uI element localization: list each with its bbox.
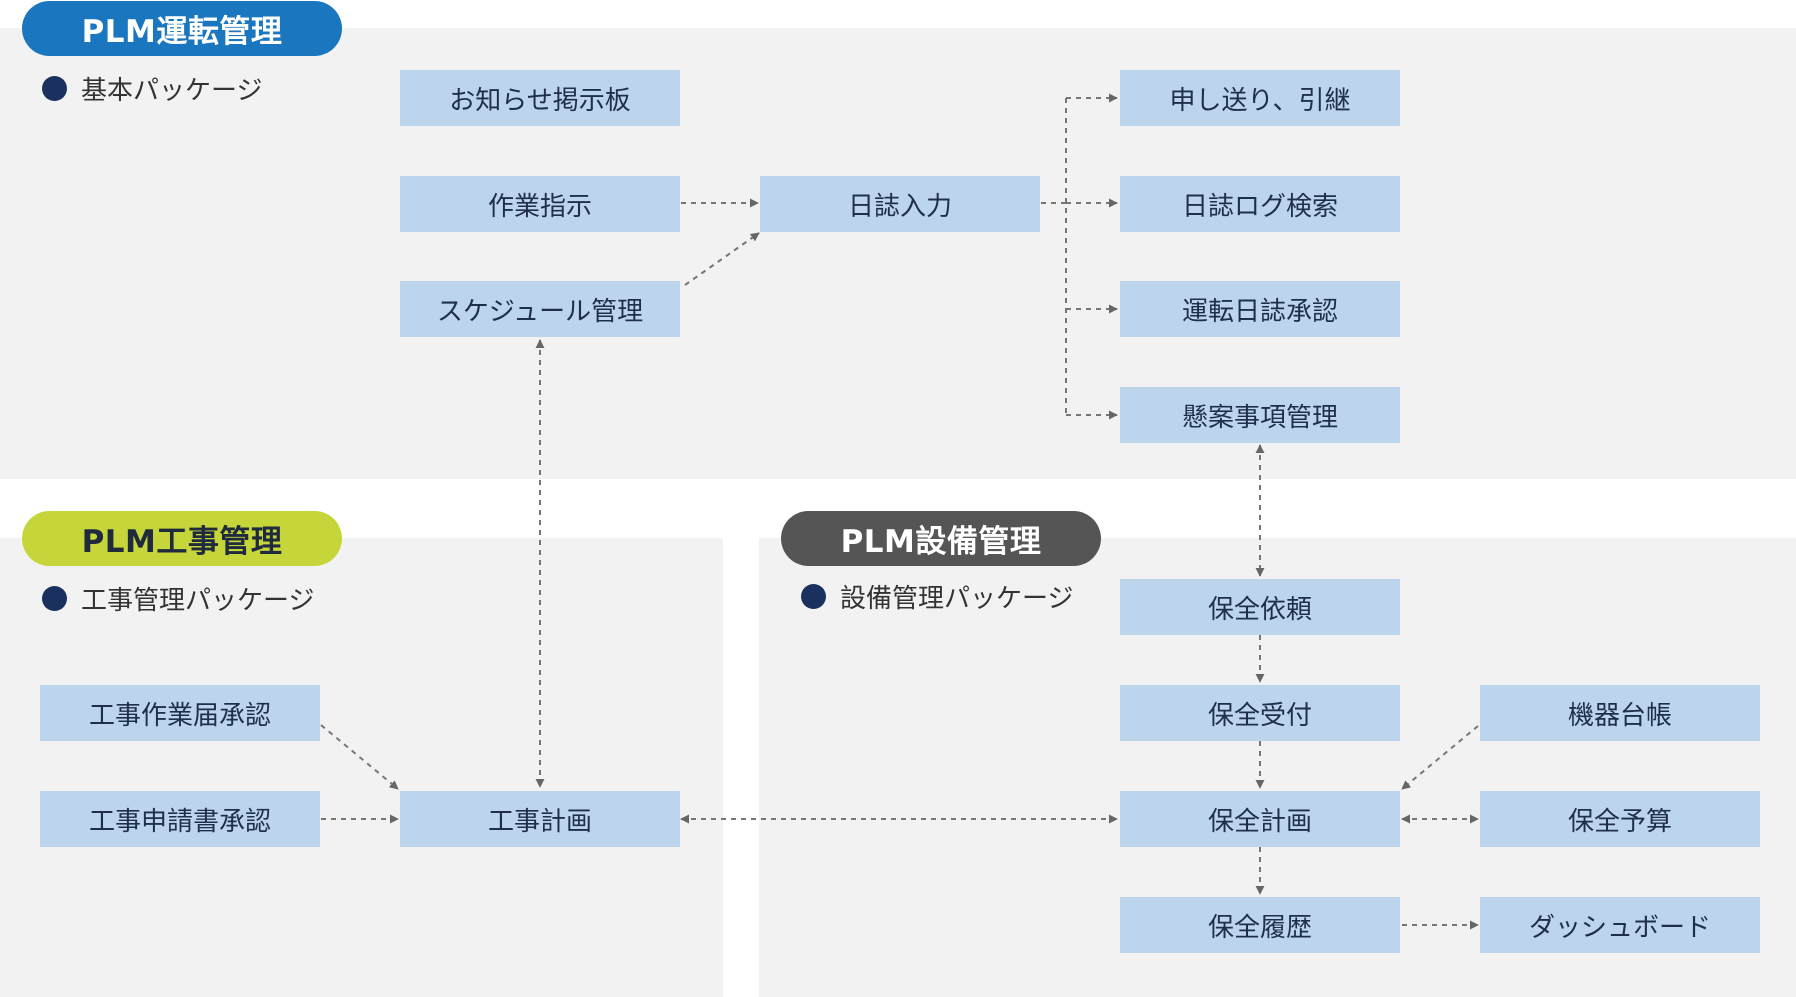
equipment-package-label: 設備管理パッケージ bbox=[801, 578, 1073, 614]
node-work-notice-approval[interactable]: 工事作業届承認 bbox=[40, 685, 320, 741]
construction-package-text: 工事管理パッケージ bbox=[81, 585, 315, 616]
equipment-package-text: 設備管理パッケージ bbox=[840, 583, 1074, 614]
operation-package-label: 基本パッケージ bbox=[42, 70, 262, 106]
connector-schedule-to-log bbox=[684, 232, 760, 286]
equipment-section-title: PLM設備管理 bbox=[781, 511, 1101, 566]
node-work-request-approval[interactable]: 工事申請書承認 bbox=[40, 791, 320, 847]
node-log-search[interactable]: 日誌ログ検索 bbox=[1120, 176, 1400, 232]
node-bulletin-board[interactable]: お知らせ掲示板 bbox=[400, 70, 680, 126]
node-log-approval[interactable]: 運転日誌承認 bbox=[1120, 281, 1400, 337]
node-log-entry[interactable]: 日誌入力 bbox=[760, 176, 1040, 232]
node-equipment-ledger[interactable]: 機器台帳 bbox=[1480, 685, 1760, 741]
node-construction-plan[interactable]: 工事計画 bbox=[400, 791, 680, 847]
bullet-icon bbox=[42, 585, 67, 611]
operation-package-text: 基本パッケージ bbox=[81, 75, 263, 106]
construction-section-title: PLM工事管理 bbox=[22, 511, 342, 566]
operation-panel bbox=[0, 28, 1796, 479]
connector-ledger-to-plan bbox=[1401, 725, 1479, 790]
bullet-icon bbox=[42, 75, 67, 101]
node-maintenance-reception[interactable]: 保全受付 bbox=[1120, 685, 1400, 741]
node-maintenance-request[interactable]: 保全依頼 bbox=[1120, 579, 1400, 635]
bullet-icon bbox=[801, 583, 826, 609]
connector-notice-to-plan bbox=[320, 724, 399, 790]
node-pending-issues[interactable]: 懸案事項管理 bbox=[1120, 387, 1400, 443]
node-maintenance-budget[interactable]: 保全予算 bbox=[1480, 791, 1760, 847]
operation-section-title: PLM運転管理 bbox=[22, 1, 342, 56]
construction-package-label: 工事管理パッケージ bbox=[42, 580, 314, 616]
node-handover[interactable]: 申し送り、引継 bbox=[1120, 70, 1400, 126]
node-work-instruction[interactable]: 作業指示 bbox=[400, 176, 680, 232]
node-maintenance-history[interactable]: 保全履歴 bbox=[1120, 897, 1400, 953]
node-schedule-management[interactable]: スケジュール管理 bbox=[400, 281, 680, 337]
node-dashboard[interactable]: ダッシュボード bbox=[1480, 897, 1760, 953]
construction-panel bbox=[0, 538, 723, 997]
node-maintenance-plan[interactable]: 保全計画 bbox=[1120, 791, 1400, 847]
